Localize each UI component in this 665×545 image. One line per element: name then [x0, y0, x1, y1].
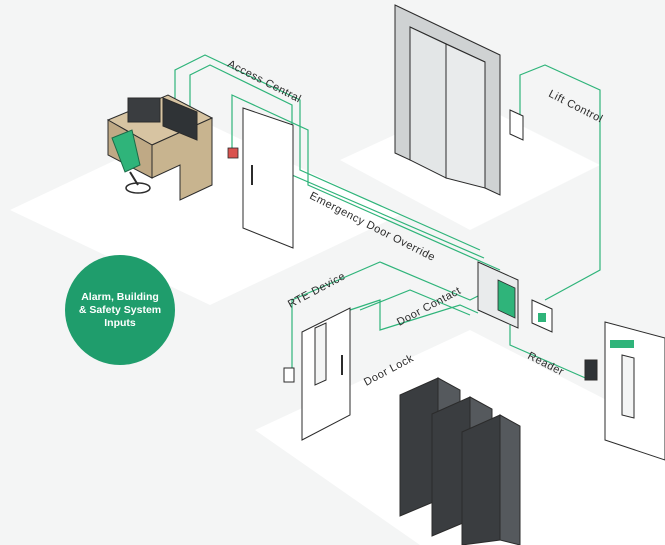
rte-button [283, 367, 295, 383]
lift-control-panel [509, 109, 524, 141]
office-floor [10, 120, 400, 305]
reader-door-sign [610, 340, 634, 348]
chair-base [125, 182, 151, 194]
wire-door-lock [359, 289, 471, 316]
wire-access-central-2 [189, 64, 485, 259]
controller-board [497, 279, 516, 319]
alarm-inputs-badge: Alarm, Building & Safety System Inputs [65, 255, 175, 365]
lift-door-left [409, 26, 447, 179]
wire-lift-control [519, 64, 601, 301]
lift-door-right [445, 43, 486, 189]
reader-door [584, 321, 665, 461]
rte-door-window [314, 322, 327, 386]
rack-3 [461, 414, 501, 545]
reader-door-frame [604, 321, 665, 461]
rack-3-side [499, 414, 521, 545]
monitor-left [127, 97, 161, 123]
wire-access-central-1 [174, 54, 481, 251]
rte-door [283, 307, 351, 441]
wire-rte-device [291, 261, 481, 368]
office-door [227, 107, 294, 249]
reader-door-window [621, 354, 635, 419]
wire-emergency-override [231, 94, 501, 271]
power-supply-indicator [538, 313, 546, 322]
alarm-inputs-label: Alarm, Building & Safety System Inputs [78, 290, 162, 329]
wire-door-contact [349, 299, 479, 331]
card-reader [584, 359, 598, 381]
office-workstation [106, 94, 214, 201]
lift [394, 4, 524, 196]
wire-reader [509, 325, 591, 381]
server-racks [399, 377, 521, 545]
access-controller [477, 261, 553, 333]
emergency-break-glass [227, 147, 239, 159]
monitor-right [162, 97, 198, 141]
office-chair [111, 129, 141, 173]
office-door-frame [242, 107, 294, 249]
wiring [174, 54, 601, 381]
